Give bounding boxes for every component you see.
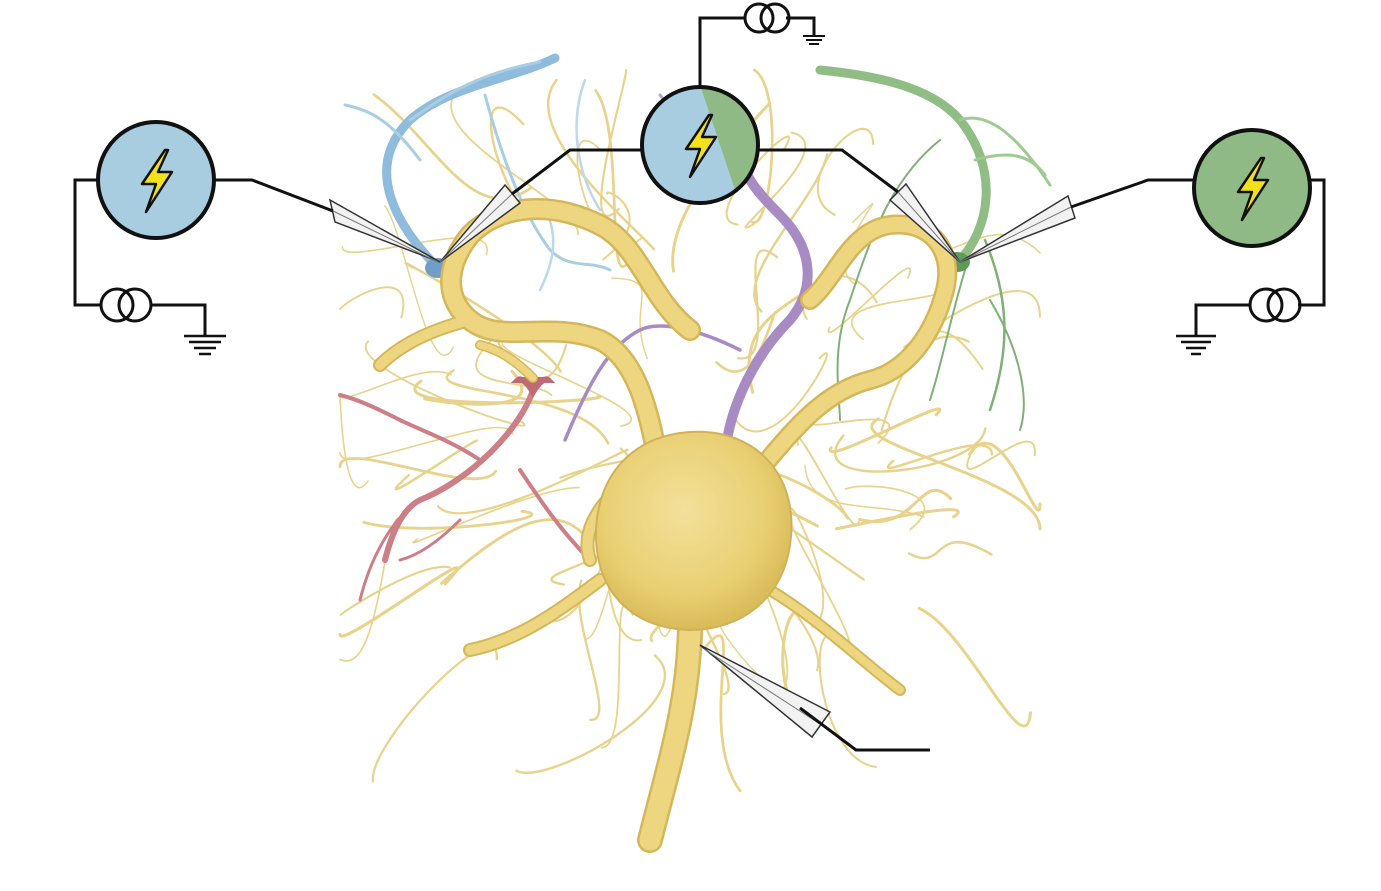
dendrite-branch xyxy=(844,485,926,531)
dendrite-branch xyxy=(816,127,875,216)
dendrite-branch xyxy=(339,286,405,319)
dendrite-branch xyxy=(338,566,459,638)
dendrite-branch xyxy=(733,352,828,433)
dendrite-branch xyxy=(827,267,911,334)
dendrite-branch xyxy=(412,486,580,544)
dendrite-branch xyxy=(384,205,455,357)
dendrite-branch xyxy=(810,418,890,444)
dendrite-branch xyxy=(858,488,953,524)
dendrite-branch xyxy=(753,153,829,313)
dendrite-branch xyxy=(445,369,610,445)
dendrite-branch xyxy=(834,508,960,531)
dendrite-branch xyxy=(886,443,994,470)
dendrite-branch xyxy=(705,634,742,793)
dendrite-branch xyxy=(439,518,588,585)
dendrite-branch xyxy=(870,417,1042,531)
dendrite-branch xyxy=(751,68,774,224)
dendrite-branch xyxy=(515,654,666,774)
dendrite-branch xyxy=(475,339,553,397)
blue-axon xyxy=(343,53,612,292)
ground-icon xyxy=(803,35,825,45)
soma xyxy=(595,430,793,631)
dendrite-branch xyxy=(828,407,942,454)
lightning-bolt-icon xyxy=(684,113,718,179)
lightning-bolt-icon xyxy=(140,148,174,214)
left-stimulating-electrode xyxy=(328,198,441,263)
current-source-icon xyxy=(743,2,791,34)
dendrite-branch xyxy=(371,645,498,783)
current-source-icon xyxy=(1248,287,1302,323)
current-source-icon xyxy=(99,287,153,323)
dendrite-branch xyxy=(559,447,629,479)
dendrite-branch xyxy=(796,437,860,527)
wiring xyxy=(73,16,1326,752)
right-stimulator xyxy=(1192,128,1312,248)
red-axon xyxy=(338,376,592,602)
dendrite-branch xyxy=(436,448,629,515)
dendrite-branch xyxy=(917,606,1032,728)
center-stimulator xyxy=(640,85,760,205)
dendrite-branch xyxy=(362,509,534,530)
dendrite-branch xyxy=(744,131,807,229)
neuron xyxy=(373,198,958,853)
recording-electrode xyxy=(699,644,832,739)
left-stimulator xyxy=(96,120,216,240)
dendrite-branch xyxy=(501,342,633,428)
dendrite-branch xyxy=(423,369,524,406)
dendrite-branch xyxy=(339,395,369,489)
dendrite-branch xyxy=(966,440,1036,470)
dendrite-branch xyxy=(907,541,993,560)
green-axon xyxy=(815,65,1052,431)
dendrite-branch xyxy=(967,441,1042,512)
dendrite-branch xyxy=(818,634,877,768)
dendrite-branch xyxy=(611,277,648,360)
dendrite-branch xyxy=(339,565,451,617)
ground-icon xyxy=(184,334,226,356)
dendrite-branch xyxy=(600,68,628,217)
dendrite-branch xyxy=(413,379,602,405)
ground-icon xyxy=(1176,334,1216,356)
dendrite-branch xyxy=(594,89,631,268)
lightning-bolt-icon xyxy=(1236,156,1270,222)
dendrite-branch xyxy=(394,439,478,491)
